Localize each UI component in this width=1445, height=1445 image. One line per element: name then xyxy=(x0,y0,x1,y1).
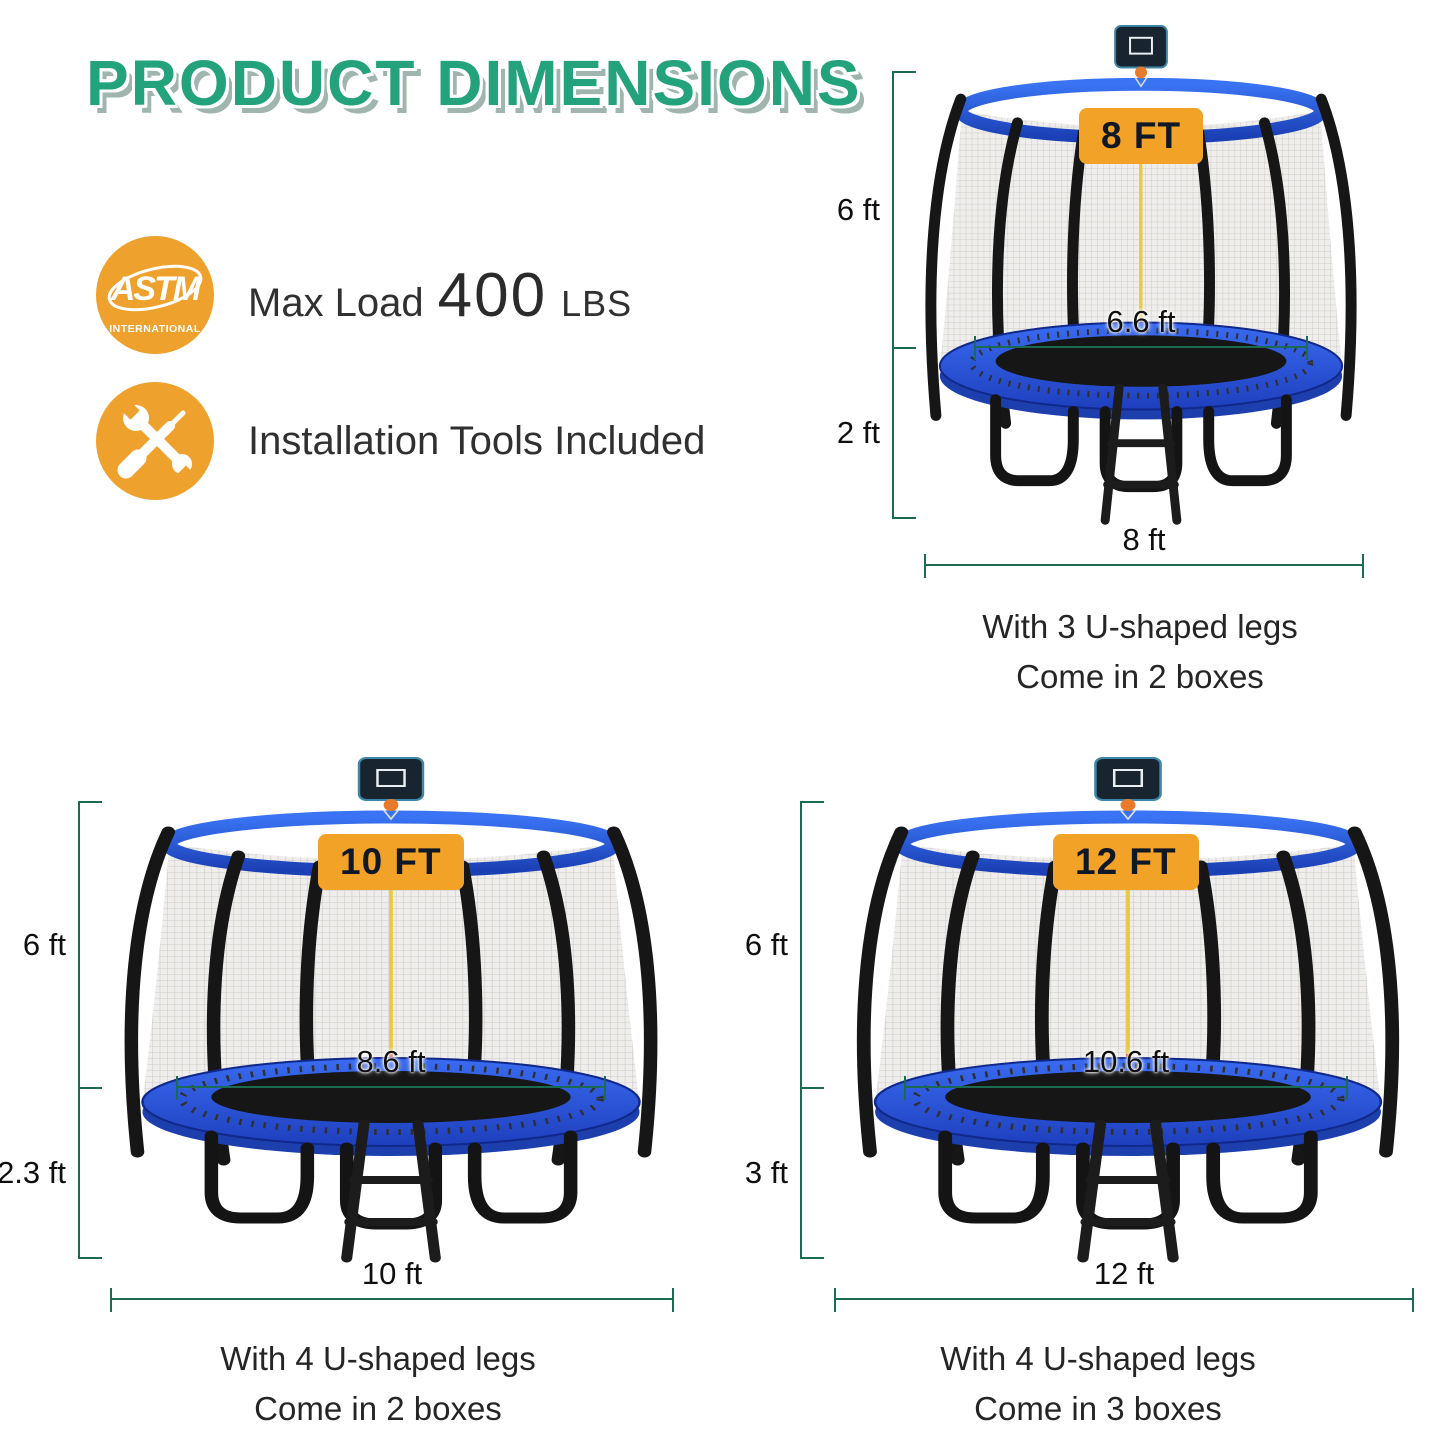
astm-logo: ASTM INTERNATIONAL xyxy=(107,264,204,335)
dim-8ft-total-width-line: 8 ft xyxy=(924,522,1364,578)
trampoline-12ft-illustration xyxy=(840,752,1416,1282)
trampoline-10ft-section: 10 FT 6 ft 2.3 ft 8.6 ft 10 ft With 4 U-… xyxy=(0,738,728,1445)
page-title: PRODUCT DIMENSIONS xyxy=(86,47,862,119)
dim-10ft-mat-width-line: 8.6 ft xyxy=(176,1044,606,1100)
dim-12ft-total-width-label: 12 ft xyxy=(1093,1256,1155,1291)
dim-10ft-total-width-label: 10 ft xyxy=(361,1256,423,1291)
size-badge-8ft: 8 FT xyxy=(1079,108,1204,164)
astm-certification-icon: ASTM INTERNATIONAL xyxy=(96,236,214,354)
dim-12ft-net-height-label: 6 ft xyxy=(744,927,788,962)
caption-8ft-boxes: Come in 2 boxes xyxy=(1016,658,1264,695)
tools-label: Installation Tools Included xyxy=(248,418,706,463)
dim-10ft-base-height-line: 2.3 ft xyxy=(0,1087,102,1259)
dim-8ft-mat-width-line: 6.6 ft xyxy=(974,304,1308,360)
trampoline-8ft-illustration xyxy=(912,20,1370,544)
dim-8ft-base-height-label: 2 ft xyxy=(836,415,880,450)
size-badge-10ft: 10 FT xyxy=(318,834,464,890)
dim-10ft-mat-width-label: 8.6 ft xyxy=(356,1044,426,1079)
dim-10ft-net-height-label: 6 ft xyxy=(22,927,66,962)
astm-logo-subtext: INTERNATIONAL xyxy=(109,323,201,335)
dim-10ft-net-height-line: 6 ft xyxy=(23,801,102,1089)
caption-10ft-legs: With 4 U-shaped legs xyxy=(220,1340,536,1377)
dim-8ft-net-height-label: 6 ft xyxy=(836,192,880,227)
max-load-unit: LBS xyxy=(561,282,633,324)
max-load-feature: ASTM INTERNATIONAL Max Load 400 LBS xyxy=(96,236,632,354)
trampoline-10ft-illustration xyxy=(108,752,674,1282)
dim-10ft-base-height-label: 2.3 ft xyxy=(0,1155,66,1190)
caption-8ft-legs: With 3 U-shaped legs xyxy=(982,608,1298,645)
trampoline-8ft-section: 8 FT 6 ft 2 ft 6.6 ft 8 ft With 3 U-shap… xyxy=(837,8,1440,718)
dim-8ft-base-height-line: 2 ft xyxy=(837,347,916,519)
max-load-value: 400 xyxy=(437,260,548,330)
dim-8ft-total-width-label: 8 ft xyxy=(1122,522,1166,557)
dim-8ft-net-height-line: 6 ft xyxy=(837,71,916,349)
caption-12ft-legs: With 4 U-shaped legs xyxy=(940,1340,1256,1377)
dim-12ft-mat-width-line: 10.6 ft xyxy=(904,1044,1348,1100)
tools-icon-circle xyxy=(96,382,214,500)
astm-logo-text: ASTM xyxy=(110,270,202,308)
dim-10ft-total-width-line: 10 ft xyxy=(110,1256,674,1312)
tools-feature: Installation Tools Included xyxy=(96,382,705,500)
trampoline-12ft-section: 12 FT 6 ft 3 ft 10.6 ft 12 ft With 4 U-s… xyxy=(745,738,1445,1445)
max-load-text: Max Load 400 LBS xyxy=(248,260,632,331)
caption-10ft-boxes: Come in 2 boxes xyxy=(254,1390,502,1427)
caption-12ft-boxes: Come in 3 boxes xyxy=(974,1390,1222,1427)
dim-8ft-mat-width-label: 6.6 ft xyxy=(1106,304,1176,339)
size-badge-12ft: 12 FT xyxy=(1053,834,1199,890)
dim-12ft-base-height-label: 3 ft xyxy=(744,1155,788,1190)
tools-text: Installation Tools Included xyxy=(248,419,705,464)
dim-12ft-base-height-line: 3 ft xyxy=(745,1087,824,1259)
dim-12ft-total-width-line: 12 ft xyxy=(834,1256,1414,1312)
wrench-screwdriver-icon xyxy=(117,401,195,483)
dim-12ft-mat-width-label: 10.6 ft xyxy=(1082,1044,1170,1079)
max-load-prefix: Max Load xyxy=(248,280,424,325)
dim-12ft-net-height-line: 6 ft xyxy=(745,801,824,1089)
